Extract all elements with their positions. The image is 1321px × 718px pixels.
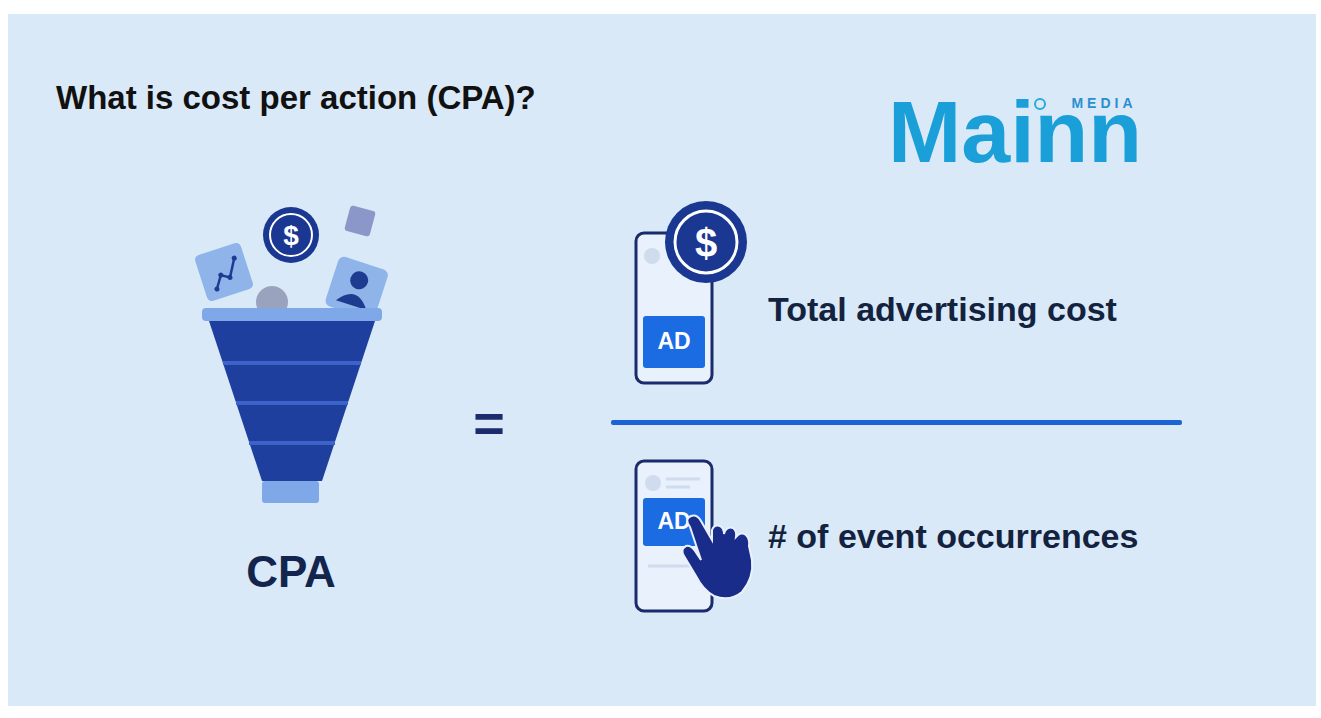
ad-text: AD (657, 509, 690, 534)
funnel-body (209, 321, 375, 481)
content-line (666, 486, 690, 489)
funnel-band (249, 441, 335, 445)
dollar-sign: $ (695, 221, 717, 265)
avatar-dot (644, 248, 660, 264)
ad-text: AD (657, 329, 690, 354)
coin-ring (675, 211, 737, 273)
dollar-sign: $ (283, 221, 299, 252)
equals-sign: = (473, 394, 505, 453)
logo-subtitle: MEDIA (1071, 96, 1136, 111)
coin-ring (270, 214, 312, 256)
funnel-band (223, 361, 361, 365)
denominator-text: # of event occurrences (768, 518, 1138, 555)
small-square (344, 205, 376, 237)
avatar-dot (645, 475, 661, 491)
fraction-bar (611, 420, 1182, 425)
phone (636, 461, 712, 611)
coin (665, 201, 747, 283)
metric-name: CPA (246, 548, 336, 596)
content-line (666, 478, 700, 481)
coin (263, 207, 319, 263)
numerator-text: Total advertising cost (768, 291, 1117, 328)
content-line (648, 565, 700, 568)
funnel-rim (202, 308, 382, 321)
funnel-band (236, 401, 348, 405)
funnel-spout (262, 481, 319, 503)
slide-title: What is cost per action (CPA)? (56, 80, 536, 116)
ad-box: AD (643, 498, 705, 546)
chart-card (194, 242, 254, 302)
ad-box: AD (643, 316, 705, 368)
